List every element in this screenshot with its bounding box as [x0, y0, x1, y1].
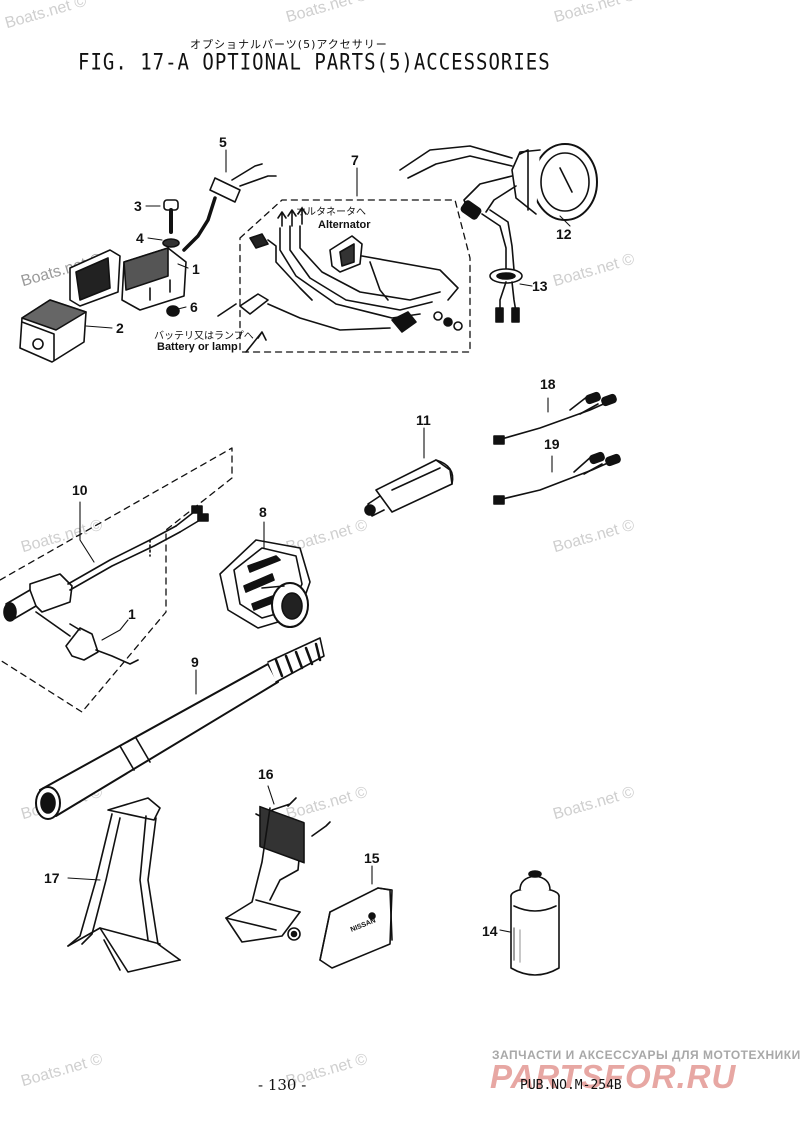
callout-9: 9	[191, 654, 199, 670]
part-11-cylinder	[364, 459, 454, 517]
part-16-carrier	[225, 797, 331, 943]
brand-tagline: ЗАПЧАСТИ И АКСЕССУАРЫ ДЛЯ МОТОТЕХНИКИ	[492, 1048, 800, 1062]
callout-18: 18	[540, 376, 556, 392]
callout-15: 15	[364, 850, 380, 866]
callout-12: 12	[556, 226, 572, 242]
figure-title: FIG. 17-A OPTIONAL PARTS(5)ACCESSORIES	[78, 50, 551, 76]
callout-7: 7	[351, 152, 359, 168]
callout-4: 4	[136, 230, 144, 246]
leader-lines	[67, 149, 571, 933]
callout-5: 5	[219, 134, 227, 150]
callout-8: 8	[259, 504, 267, 520]
part-13-grommet-harness	[481, 209, 523, 323]
alternator-label-japanese: オルタネータへ	[296, 207, 366, 218]
part-9-tiller-handle	[35, 637, 325, 820]
battery-label-japanese: バッテリ又はランプへ	[154, 331, 254, 342]
callout-1: 1	[192, 261, 200, 277]
callout-13: 13	[532, 278, 548, 294]
callout-17: 17	[44, 870, 60, 886]
part-12-gauge	[399, 143, 598, 221]
figure-title-japanese: オプショナルパーツ(5)アクセサリー	[190, 38, 388, 51]
group-outline-10	[0, 447, 233, 713]
callout-6: 6	[190, 299, 198, 315]
part-6-nut	[166, 305, 180, 317]
group-outline-7	[239, 199, 471, 353]
part-7-wiring-kit	[217, 207, 463, 353]
callout-3: 3	[134, 198, 142, 214]
part-1-clip	[65, 623, 139, 665]
callout-10: 10	[72, 482, 88, 498]
callout-14: 14	[482, 923, 498, 939]
part-19-wire	[493, 451, 621, 505]
part-18-wire	[493, 391, 617, 445]
part-3-screw	[163, 199, 179, 234]
part-15-tool-kit	[319, 887, 393, 969]
part-17-stand	[67, 797, 181, 973]
callout-11: 11	[416, 412, 431, 428]
callout-19: 19	[544, 436, 560, 452]
callout-2: 2	[116, 320, 124, 336]
part-10-switch-cable	[3, 505, 209, 637]
callout-16: 16	[258, 766, 274, 782]
part-2-cover	[19, 299, 87, 363]
battery-label: Battery or lamp	[157, 341, 238, 353]
part-5-cable-grommet	[182, 163, 277, 252]
part-14-spray-can	[510, 870, 560, 976]
brand-logo: PARTSFOR.RU	[490, 1058, 737, 1095]
alternator-label: Alternator	[318, 219, 371, 231]
callout-1: 1	[128, 606, 136, 622]
page-number: - 130 -	[258, 1076, 307, 1094]
part-4-washer	[162, 238, 180, 248]
part-8-flywheel-cover	[219, 539, 311, 629]
part-1-rectifier	[69, 247, 187, 311]
publication-number: PUB.NO.M-254B	[520, 1078, 622, 1093]
